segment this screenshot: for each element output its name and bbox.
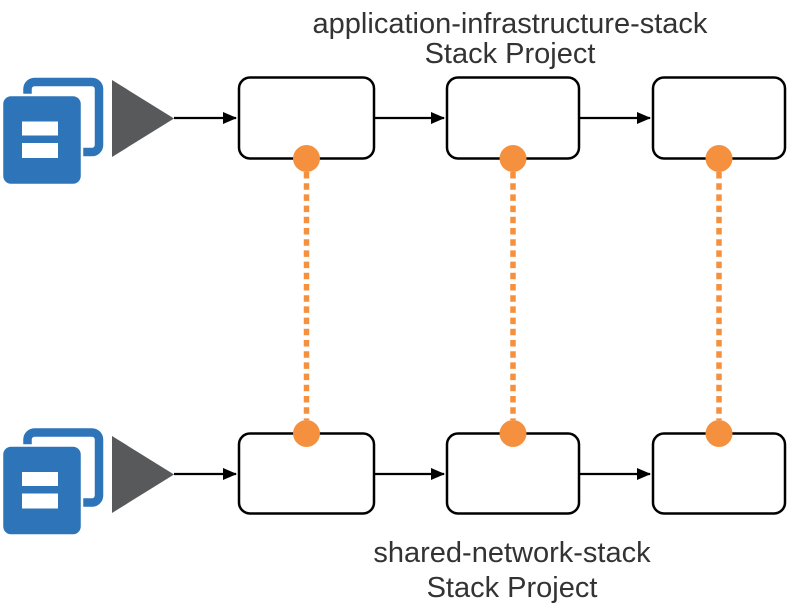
document-line-1 <box>22 472 58 486</box>
front-document-shape <box>0 93 84 187</box>
document-line-2 <box>22 493 58 509</box>
connection-point <box>499 420 527 447</box>
bottom-pipeline-subtitle: Stack Project <box>427 572 598 604</box>
top-pipeline-subtitle: Stack Project <box>425 38 596 70</box>
trigger-play-icon <box>112 436 174 513</box>
connection-point <box>499 145 527 172</box>
trigger-play-icon <box>112 80 174 157</box>
cross-stack-connectors <box>303 172 722 420</box>
bottom-pipeline-title: shared-network-stack <box>373 537 651 569</box>
bottom-pipeline: shared-network-stack Stack Project <box>0 420 787 604</box>
top-pipeline-title: application-infrastructure-stack <box>313 8 708 40</box>
document-line-1 <box>22 121 58 136</box>
connection-point <box>705 145 733 172</box>
source-repository-icon <box>0 77 104 187</box>
document-line-2 <box>22 143 58 158</box>
front-document-shape <box>0 444 84 537</box>
top-pipeline: application-infrastructure-stack Stack P… <box>0 8 787 187</box>
connection-point <box>293 145 320 172</box>
source-repository-icon <box>0 428 104 537</box>
connection-point <box>293 420 320 447</box>
connection-point <box>705 420 733 447</box>
